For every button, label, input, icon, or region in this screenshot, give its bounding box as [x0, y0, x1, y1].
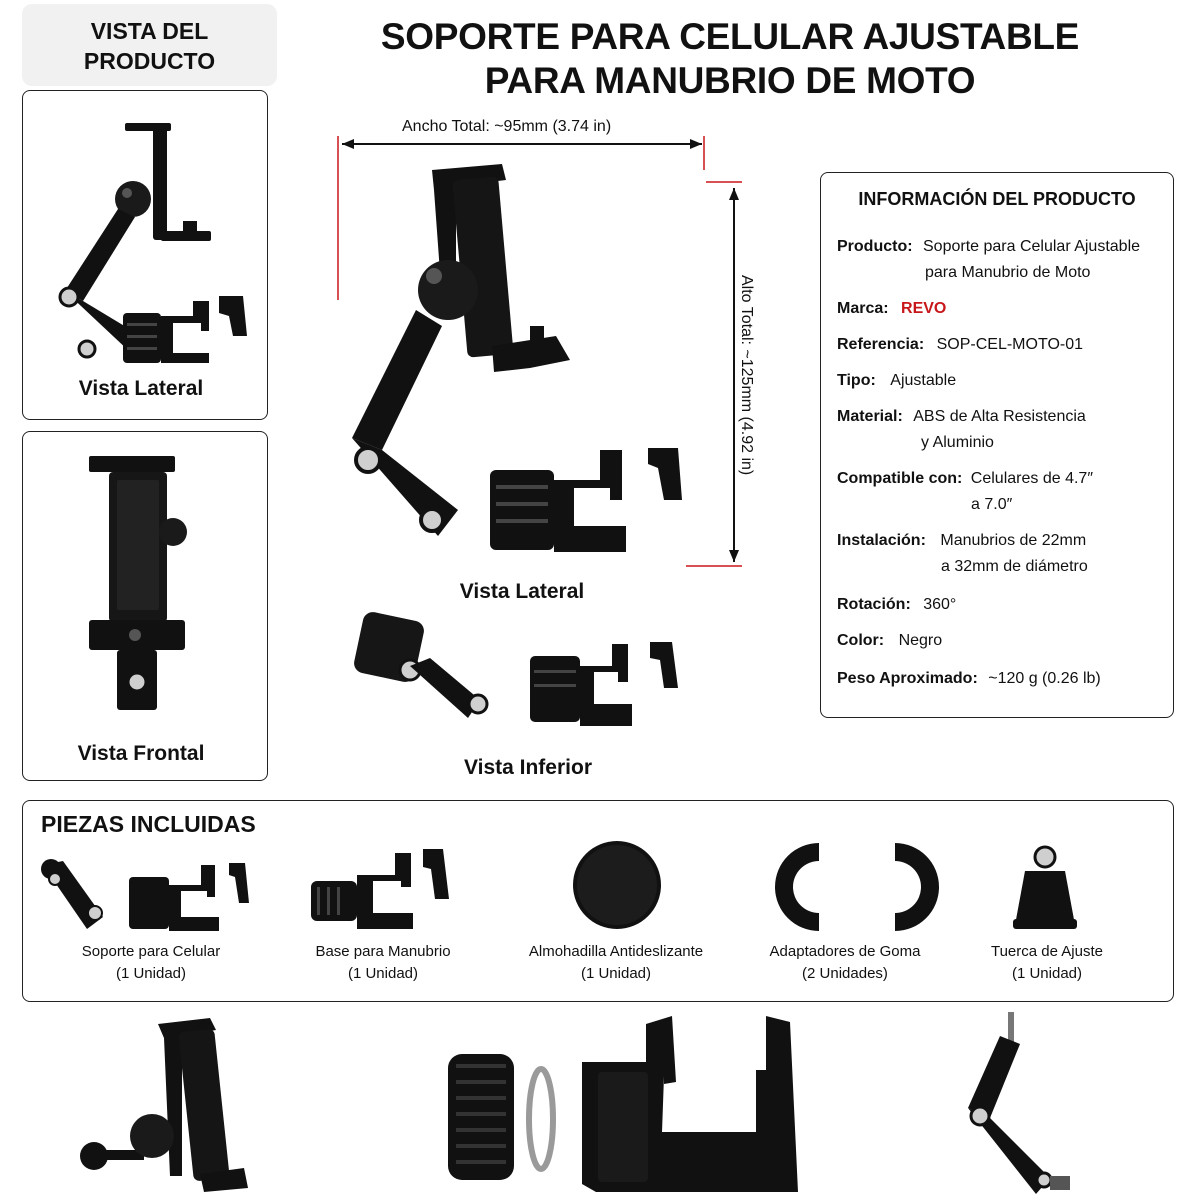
info-row-producto: Producto: Soporte para Celular Ajustable [837, 235, 1140, 259]
part-rubber-adapters-label: Adaptadores de Goma (2 Unidades) [747, 941, 943, 985]
included-parts-title: PIEZAS INCLUIDAS [41, 811, 256, 837]
frontal-view-caption: Vista Frontal [77, 742, 205, 765]
info-label-compatible: Compatible con: [837, 470, 963, 487]
info-label-rotacion: Rotación: [837, 596, 911, 613]
info-row-compatible: Compatible con: Celulares de 4.7″ [837, 467, 1093, 491]
part-phone-support-name: Soporte para Celular [81, 943, 221, 960]
product-info-panel: INFORMACIÓN DEL PRODUCTO Producto: Sopor… [820, 172, 1174, 718]
lateral-view-caption: Vista Lateral [78, 377, 204, 400]
info-label-marca: Marca: [837, 300, 889, 317]
part-anti-slip-pad-image [573, 841, 661, 929]
info-label-color: Color: [837, 632, 885, 649]
info-value-compatible-line1: Celulares de 4.7″ [970, 470, 1093, 487]
info-row-material: Material: ABS de Alta Resistencia [837, 405, 1086, 429]
info-row-peso: Peso Aproximado: ~120 g (0.26 lb) [837, 667, 1101, 691]
info-label-peso: Peso Aproximado: [837, 670, 978, 687]
part-anti-slip-pad-label: Almohadilla Antideslizante (1 Unidad) [501, 941, 731, 985]
product-views-title-line2: PRODUCTO [83, 48, 216, 74]
info-label-tipo: Tipo: [837, 372, 876, 389]
page-title-line1: SOPORTE PARA CELULAR AJUSTABLE [380, 16, 1080, 57]
lateral-view-card: Vista Lateral [22, 90, 268, 420]
info-label-referencia: Referencia: [837, 336, 925, 353]
info-row-tipo: Tipo: Ajustable [837, 369, 956, 393]
info-value-referencia: SOP-CEL-MOTO-01 [936, 336, 1084, 353]
part-rubber-adapters-image [775, 843, 939, 931]
bottom-clamp-image [582, 1016, 798, 1192]
info-row-color: Color: Negro [837, 629, 942, 653]
info-value-material-line1: ABS de Alta Resistencia [913, 408, 1086, 425]
dimension-lines [337, 136, 742, 567]
width-dimension-label: Ancho Total: ~95mm (3.74 in) [402, 118, 612, 135]
info-value-rotacion: 360° [923, 596, 957, 613]
main-lateral-caption: Vista Lateral [459, 580, 585, 603]
part-adjust-nut-qty: (1 Unidad) [1011, 965, 1083, 982]
info-value-producto-line1: Soporte para Celular Ajustable [923, 238, 1141, 255]
part-adjust-nut-label: Tuerca de Ajuste (1 Unidad) [949, 941, 1145, 985]
main-lateral-illustration [352, 164, 682, 552]
info-label-instalacion: Instalación: [837, 532, 926, 549]
part-phone-support-qty: (1 Unidad) [115, 965, 187, 982]
info-row-instalacion: Instalación: Manubrios de 22mm [837, 529, 1086, 553]
part-anti-slip-pad-name: Almohadilla Antideslizante [528, 943, 704, 960]
info-value-tipo: Ajustable [890, 372, 957, 389]
info-value-instalacion-line1: Manubrios de 22mm [940, 532, 1087, 549]
part-rubber-adapters-qty: (2 Unidades) [802, 965, 888, 982]
info-value-marca: REVO [901, 300, 947, 317]
info-value-peso: ~120 g (0.26 lb) [988, 670, 1101, 687]
info-label-producto: Producto: [837, 238, 913, 255]
part-handlebar-base-qty: (1 Unidad) [347, 965, 419, 982]
part-adjust-nut-name: Tuerca de Ajuste [990, 943, 1103, 960]
lateral-view-illustration [58, 123, 247, 363]
info-row-rotacion: Rotación: 360° [837, 593, 956, 617]
product-views-title-line1: VISTA DEL [90, 18, 209, 44]
info-value-instalacion-line2: a 32mm de diámetro [941, 558, 1088, 575]
info-row-marca: Marca: REVO [837, 297, 946, 321]
part-anti-slip-pad-qty: (1 Unidad) [580, 965, 652, 982]
bottom-nut-image [448, 1054, 514, 1180]
included-parts-panel: PIEZAS INCLUIDAS Soporte para Celular (1… [22, 800, 1174, 1002]
product-info-title: INFORMACIÓN DEL PRODUCTO [858, 189, 1136, 209]
part-handlebar-base-image [311, 849, 449, 929]
inferior-view-illustration [354, 612, 678, 726]
info-value-producto-line2: para Manubrio de Moto [925, 264, 1091, 281]
info-row-referencia: Referencia: SOP-CEL-MOTO-01 [837, 333, 1083, 357]
info-value-compatible-line2: a 7.0″ [971, 496, 1013, 513]
bottom-washer-image [526, 1066, 556, 1172]
height-dimension-label: Alto Total: ~125mm (4.92 in) [738, 275, 755, 476]
inferior-view-caption: Vista Inferior [464, 756, 592, 779]
part-handlebar-base-label: Base para Manubrio (1 Unidad) [285, 941, 481, 985]
frontal-view-illustration [89, 456, 187, 710]
part-phone-support-label: Soporte para Celular (1 Unidad) [53, 941, 249, 985]
part-handlebar-base-name: Base para Manubrio [315, 943, 451, 960]
page-title-line2: PARA MANUBRIO DE MOTO [484, 60, 976, 101]
info-value-color: Negro [898, 632, 943, 649]
info-value-material-line2: y Aluminio [921, 434, 994, 451]
part-rubber-adapters-name: Adaptadores de Goma [769, 943, 921, 960]
part-phone-support-image [41, 859, 249, 931]
product-views-header: VISTA DEL PRODUCTO [22, 4, 277, 86]
frontal-view-card: Vista Frontal [22, 431, 268, 781]
part-adjust-nut-image [1013, 845, 1077, 929]
bottom-phone-holder-image [80, 1018, 248, 1192]
info-label-material: Material: [837, 408, 903, 425]
bottom-arm-image [968, 1012, 1070, 1194]
